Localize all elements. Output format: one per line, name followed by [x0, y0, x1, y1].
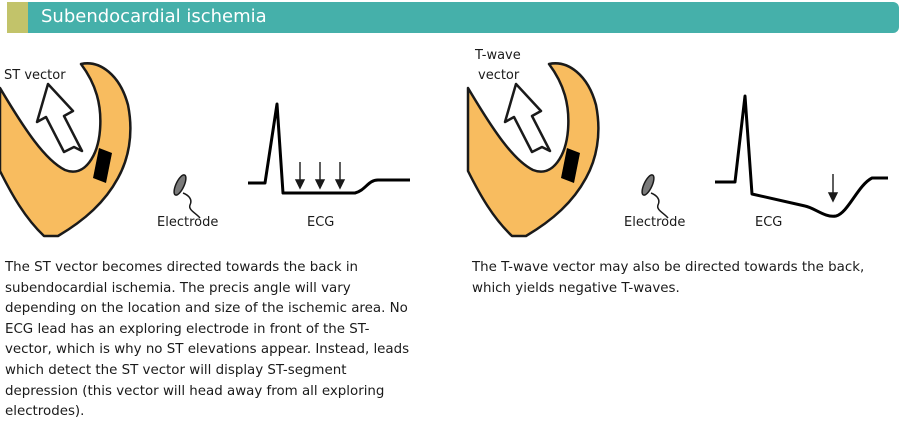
electrode-icon: [641, 174, 655, 196]
ecg-trace: [248, 102, 410, 195]
heart-wall: [466, 62, 600, 238]
t-wave-vector-figure: T-wave vector Electrode ECG: [460, 40, 900, 240]
title-bar-accent: [7, 2, 28, 33]
t-wave-vector-label-line2: vector: [478, 68, 520, 83]
heart-wall: [0, 62, 132, 238]
st-vector-figure: ST vector Electrode ECG: [0, 40, 430, 240]
ecg-trace: [715, 94, 888, 218]
electrode-icon: [173, 174, 187, 196]
ecg-label: ECG: [755, 215, 783, 230]
ecg-label: ECG: [307, 215, 335, 230]
ischemic-zone: [561, 148, 580, 183]
st-vector-description: The ST vector becomes directed towards t…: [5, 260, 410, 420]
downward-arrow-icon: [827, 174, 839, 203]
electrode-wire: [650, 192, 669, 219]
page-title: Subendocardial ischemia: [41, 6, 267, 27]
t-wave-vector-label-line1: T-wave: [475, 48, 521, 63]
t-wave-vector-arrow: [503, 82, 552, 154]
st-vector-label: ST vector: [4, 68, 66, 83]
ischemic-zone: [93, 148, 112, 183]
electrode-wire: [182, 192, 201, 219]
electrode-label: Electrode: [624, 215, 686, 230]
t-wave-vector-description: The T-wave vector may also be directed t…: [472, 260, 865, 296]
st-vector-arrow: [35, 82, 84, 154]
st-vector-diagram: [0, 62, 410, 238]
t-wave-vector-diagram: [466, 62, 888, 238]
title-bar: Subendocardial ischemia: [7, 2, 899, 33]
electrode-label: Electrode: [157, 215, 219, 230]
downward-arrow-icon: [294, 162, 346, 190]
